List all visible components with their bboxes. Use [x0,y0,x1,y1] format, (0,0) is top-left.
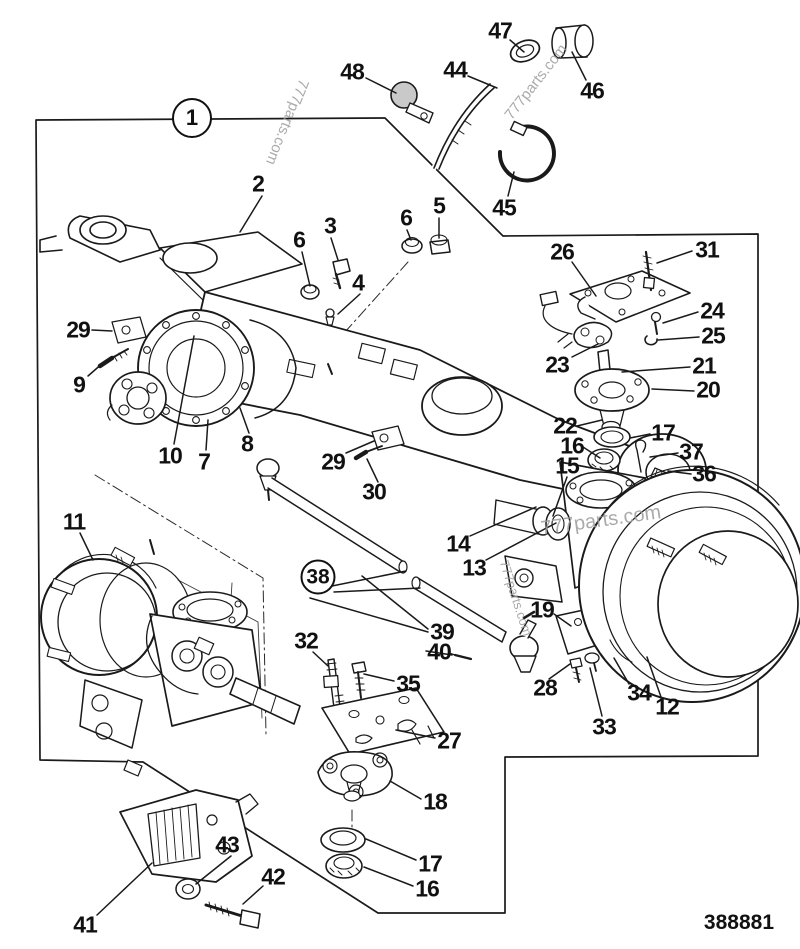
callout-14: 14 [446,530,471,557]
callout-29: 29 [321,448,346,475]
callout-7: 7 [198,448,211,475]
top-fasteners [300,234,451,375]
callout-47: 47 [488,17,513,44]
callout-28: 28 [533,674,558,701]
callout-48: 48 [340,58,365,85]
callout-22: 22 [553,412,578,439]
callout-36: 36 [692,460,717,487]
tie-rod [256,458,539,673]
callout-16: 16 [560,432,585,459]
callout-30: 30 [362,478,387,505]
hose-and-clamps [390,24,594,183]
callout-4: 4 [352,269,365,296]
callout-29: 29 [66,316,91,343]
callout-6: 6 [293,226,306,253]
leader-lines [79,39,700,916]
axle-shaft-end [493,499,571,541]
callout-23: 23 [545,351,570,378]
callout-27: 27 [437,727,462,754]
left-knuckle [79,591,301,777]
diagram-border [35,117,759,914]
callout-9: 9 [73,371,86,398]
callout-20: 20 [696,376,721,403]
callout-13: 13 [462,554,487,581]
kingpin-bearing-stack [587,426,670,483]
callout-3: 3 [324,212,337,239]
callout-32: 32 [294,627,319,654]
callout-41: 41 [73,911,98,938]
callout-1: 1 [172,98,212,138]
callout-21: 21 [692,352,717,379]
callout-46: 46 [580,77,605,104]
callout-45: 45 [492,194,517,221]
callout-31: 31 [695,236,720,263]
callout-39: 39 [430,618,455,645]
upper-kingpin-group [539,250,691,434]
part-number: 388881 [703,911,774,934]
right-brake-drum [578,465,800,703]
callout-40: 40 [427,638,452,665]
callout-8: 8 [241,430,254,457]
callout-6: 6 [400,204,413,231]
callout-16: 16 [415,875,440,902]
callout-24: 24 [700,297,725,324]
lower-kingpin-group [317,658,445,879]
callout-12: 12 [655,693,680,720]
callout-38: 38 [300,559,336,595]
callout-44: 44 [443,56,468,83]
axle-housing [39,215,707,507]
callout-26: 26 [550,238,575,265]
callout-37: 37 [679,438,704,465]
brake-caliper-group [119,789,261,929]
callout-25: 25 [701,322,726,349]
left-brake-chamber [40,539,193,678]
callout-17: 17 [418,850,443,877]
callout-18: 18 [423,788,448,815]
callout-19: 19 [530,596,555,623]
callout-43: 43 [215,831,240,858]
callout-10: 10 [158,442,183,469]
callout-42: 42 [261,863,286,890]
callout-2: 2 [252,170,265,197]
callout-35: 35 [396,670,421,697]
callout-34: 34 [627,679,652,706]
callout-11: 11 [62,508,86,535]
callout-15: 15 [555,452,580,479]
callout-5: 5 [433,192,446,219]
callout-17: 17 [651,419,676,446]
callout-33: 33 [592,713,617,740]
